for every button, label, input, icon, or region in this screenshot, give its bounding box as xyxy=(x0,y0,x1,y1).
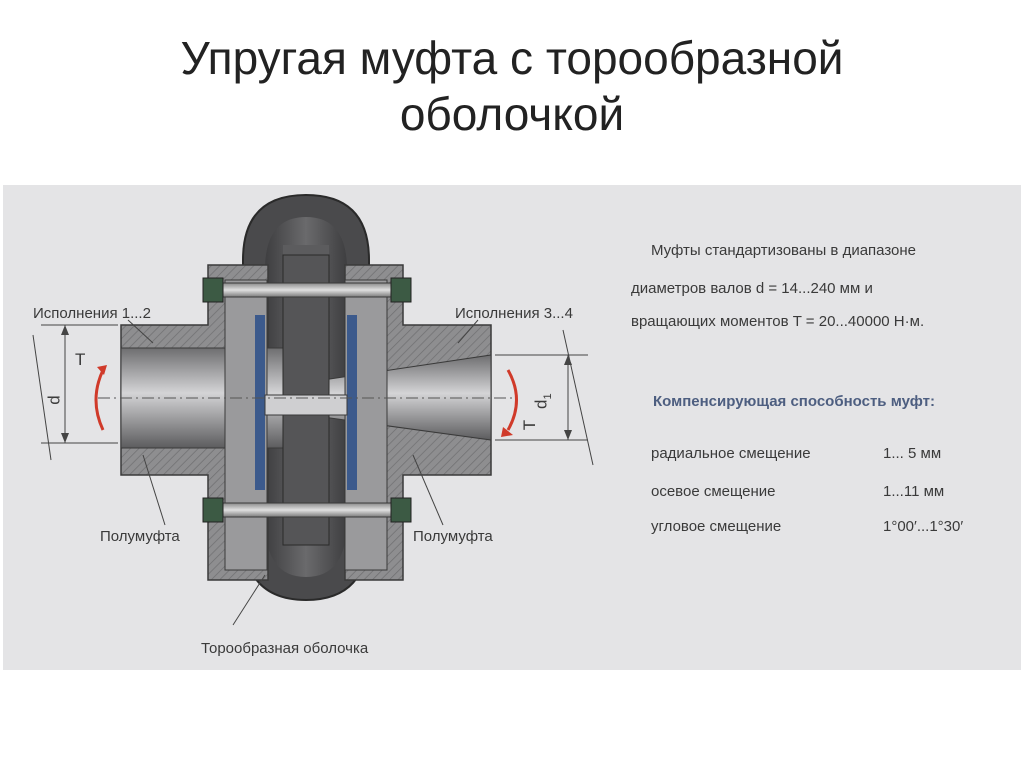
info-line3: вращающих моментов T = 20...40000 Н·м. xyxy=(631,313,925,330)
spec-name: угловое смещение xyxy=(651,518,782,535)
spec-value: 1...11 мм xyxy=(883,483,945,500)
info-heading: Компенсирующая способность муфт: xyxy=(653,393,936,410)
left-torque-arrow xyxy=(94,365,107,431)
slide-title-line2: оболочкой xyxy=(399,88,625,140)
label-diam-left: d xyxy=(44,395,64,405)
label-torque-right: T xyxy=(520,419,540,431)
slide-title: Упругая муфта с торообразной оболочкой xyxy=(0,30,1024,142)
leader-version-right xyxy=(457,319,479,344)
spec-value: 1... 5 мм xyxy=(883,445,942,462)
slide-title-line1: Упругая муфта с торообразной xyxy=(180,32,844,84)
coupling-drawing xyxy=(32,193,594,626)
right-diameter-dimension xyxy=(495,329,594,466)
label-diam-right: d1 xyxy=(531,393,554,409)
right-torque-arrow xyxy=(501,369,518,437)
label-half-right: Полумуфта xyxy=(413,528,493,545)
info-line2: диаметров валов d = 14...240 мм и xyxy=(631,280,873,297)
info-line1: Муфты стандартизованы в диапазоне xyxy=(651,242,917,259)
upper-bolts xyxy=(202,277,412,303)
left-diameter-dimension xyxy=(32,324,118,461)
spec-value: 1°00′...1°30′ xyxy=(883,518,964,535)
label-half-left: Полумуфта xyxy=(100,528,180,545)
coupling-figure: Исполнения 1...2 Исполнения 3...4 Полуму… xyxy=(3,185,1021,670)
label-torque-left: T xyxy=(75,350,86,369)
leader-half-right xyxy=(412,454,444,526)
leader-shell xyxy=(232,574,266,626)
spec-name: радиальное смещение xyxy=(651,445,811,462)
label-shell: Торообразная оболочка xyxy=(201,640,369,657)
label-version-left: Исполнения 1...2 xyxy=(33,305,151,322)
shaft-gap xyxy=(264,394,348,416)
lower-bolts xyxy=(202,497,412,523)
spec-name: осевое смещение xyxy=(651,483,776,500)
leader-version-left xyxy=(127,319,154,344)
leader-half-left xyxy=(142,454,166,526)
label-version-right: Исполнения 3...4 xyxy=(455,305,573,322)
